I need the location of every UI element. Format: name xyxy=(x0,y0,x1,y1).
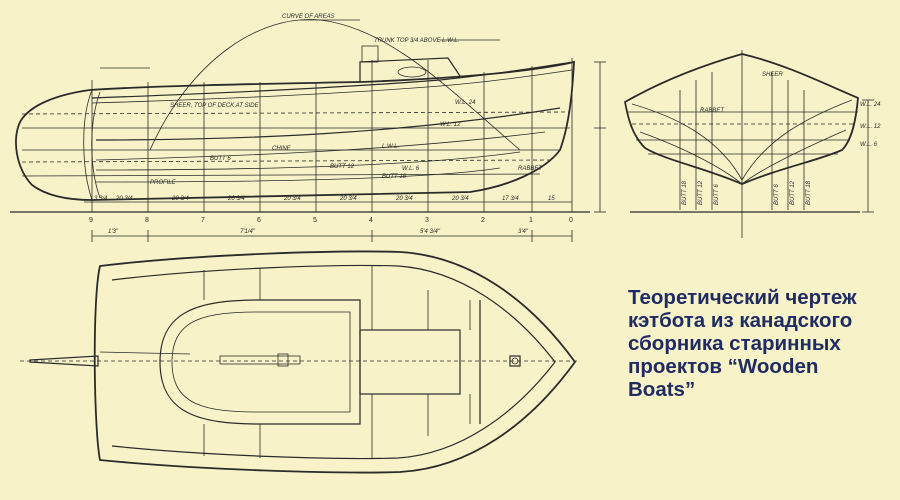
body-rabbet-label: RABBET xyxy=(700,108,725,114)
station-number: 0 xyxy=(569,217,573,224)
profile-view: CURVE OF AREAS TRUNK TOP 3/4 ABOVE L.W.L… xyxy=(10,14,606,224)
body-plan-view: SHEER RABBET W.L. 24 W.L. 12 W.L. 6 BUTT… xyxy=(623,50,881,238)
station-lines xyxy=(91,58,573,212)
body-wl-6-label: W.L. 6 xyxy=(860,142,878,148)
plan-dimension: 3'4" xyxy=(518,229,529,235)
station-number: 1 xyxy=(529,217,533,224)
station-number: 3 xyxy=(425,217,429,224)
caption-line: проектов “Wooden xyxy=(628,355,819,378)
spacing-label: 17 3/4 xyxy=(502,196,519,202)
wl-6-label: W.L. 6 xyxy=(402,166,420,172)
curve-of-areas-label: CURVE OF AREAS xyxy=(282,14,335,20)
sheer-deck-label: SHEER, TOP OF DECK AT SIDE xyxy=(170,103,260,109)
body-butt-label: BUTT 18 xyxy=(806,180,812,205)
spacing-label: 20 3/4 xyxy=(115,196,133,202)
plan-view: 1'3" 7'1/4" 5'4 3/4" 3'4" xyxy=(20,229,580,474)
spacing-label: 20 3/4 xyxy=(227,196,245,202)
station-number: 7 xyxy=(201,217,205,224)
body-butt-label: BUTT 12 xyxy=(790,180,796,205)
hull-profile-outline xyxy=(15,60,575,201)
plan-dimension: 5'4 3/4" xyxy=(420,229,441,235)
body-sheer-label: SHEER xyxy=(762,72,783,78)
caption-line: Теоретический чертеж xyxy=(628,286,857,309)
spacing-label: 20 3/4 xyxy=(283,196,301,202)
cabin-trunk xyxy=(359,329,461,395)
rabbet-label: RABBET xyxy=(518,166,543,172)
station-number: 2 xyxy=(481,217,485,224)
cockpit-coaming xyxy=(159,299,361,425)
trunk-top-label: TRUNK TOP 3/4 ABOVE L.W.L. xyxy=(374,38,459,44)
body-butt-label: BUTT 6 xyxy=(714,184,720,205)
spacing-label: 20 3/4 xyxy=(171,196,189,202)
body-wl-12-label: W.L. 12 xyxy=(860,124,881,130)
caption: Теоретический чертеж кэтбота из канадско… xyxy=(628,286,896,401)
body-butt-label: BUTT 18 xyxy=(682,180,688,205)
chine-label: CHINE xyxy=(272,146,292,152)
station-number: 9 xyxy=(89,217,93,224)
profile-label: PROFILE xyxy=(150,180,177,186)
spacing-label: 15 xyxy=(548,196,555,202)
spacing-label: 20 3/4 xyxy=(451,196,469,202)
butt-12-label: BUTT 12 xyxy=(330,164,355,170)
station-number: 6 xyxy=(257,217,261,224)
plan-dimension: 7'1/4" xyxy=(240,229,256,235)
butt-6-label: BUTT 6 xyxy=(210,156,231,162)
caption-line: Boats” xyxy=(628,378,696,401)
body-plan-outline xyxy=(623,53,859,185)
deck-outline xyxy=(93,250,577,474)
tiller xyxy=(29,355,99,367)
spacing-label: 3 3/4 xyxy=(94,196,108,202)
caption-line: сборника старинных xyxy=(628,332,841,355)
wl-12-label: W.L. 12 xyxy=(440,122,461,128)
lwl-label: L.W.L. xyxy=(382,144,399,150)
body-butt-label: BUTT 6 xyxy=(774,184,780,205)
body-butt-label: BUTT 12 xyxy=(698,180,704,205)
spacing-label: 20 3/4 xyxy=(339,196,357,202)
station-number: 5 xyxy=(313,217,317,224)
wl-24-label: W.L. 24 xyxy=(455,100,476,106)
butt-18-label: BUTT 18 xyxy=(382,174,407,180)
caption-line: кэтбота из канадского xyxy=(628,309,853,332)
body-wl-24-label: W.L. 24 xyxy=(860,102,881,108)
station-number: 4 xyxy=(369,217,373,224)
spacing-label: 20 3/4 xyxy=(395,196,413,202)
plan-dimension: 1'3" xyxy=(108,229,119,235)
station-number: 8 xyxy=(145,217,149,224)
